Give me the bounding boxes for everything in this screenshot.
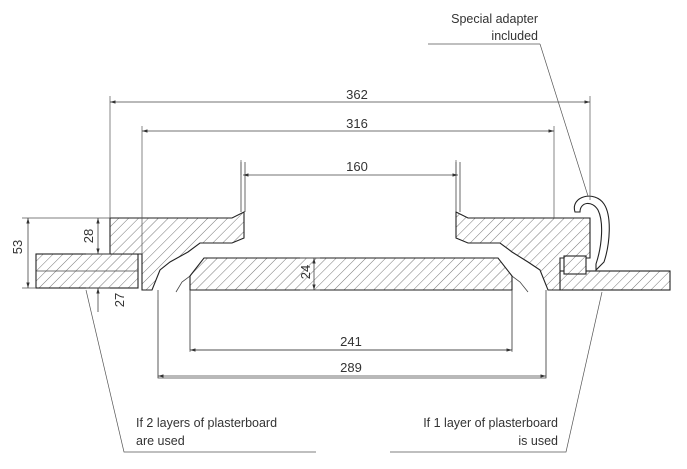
dim-53-label: 53 xyxy=(10,240,25,254)
dim-316-label: 316 xyxy=(346,116,368,131)
dim-362-label: 362 xyxy=(346,87,368,102)
dim-24-label: 24 xyxy=(298,265,313,279)
frame-right-section xyxy=(455,211,591,291)
adapter-note-line2: included xyxy=(491,29,538,43)
adapter-leader xyxy=(428,43,589,197)
dim-289-label: 289 xyxy=(340,360,362,375)
right-note-line2: is used xyxy=(518,434,558,448)
dim-241-label: 241 xyxy=(340,334,362,349)
flange-right xyxy=(455,162,461,212)
left-note-line1: If 2 layers of plasterboard xyxy=(136,416,277,430)
special-adapter xyxy=(573,195,610,272)
adapter-note-line1: Special adapter xyxy=(451,12,538,26)
right-note-line1: If 1 layer of plasterboard xyxy=(423,416,558,430)
dim-27-label: 27 xyxy=(112,293,127,307)
dim-28-label: 28 xyxy=(81,229,96,243)
adapter-block xyxy=(563,255,587,275)
left-note-line2: are used xyxy=(136,434,185,448)
right-callout-leader xyxy=(390,291,603,453)
frame-left-section xyxy=(109,211,245,291)
panel-section xyxy=(189,257,513,291)
left-callout-leader xyxy=(85,289,316,453)
dim-160-label: 160 xyxy=(346,159,368,174)
flange-left xyxy=(240,162,246,212)
